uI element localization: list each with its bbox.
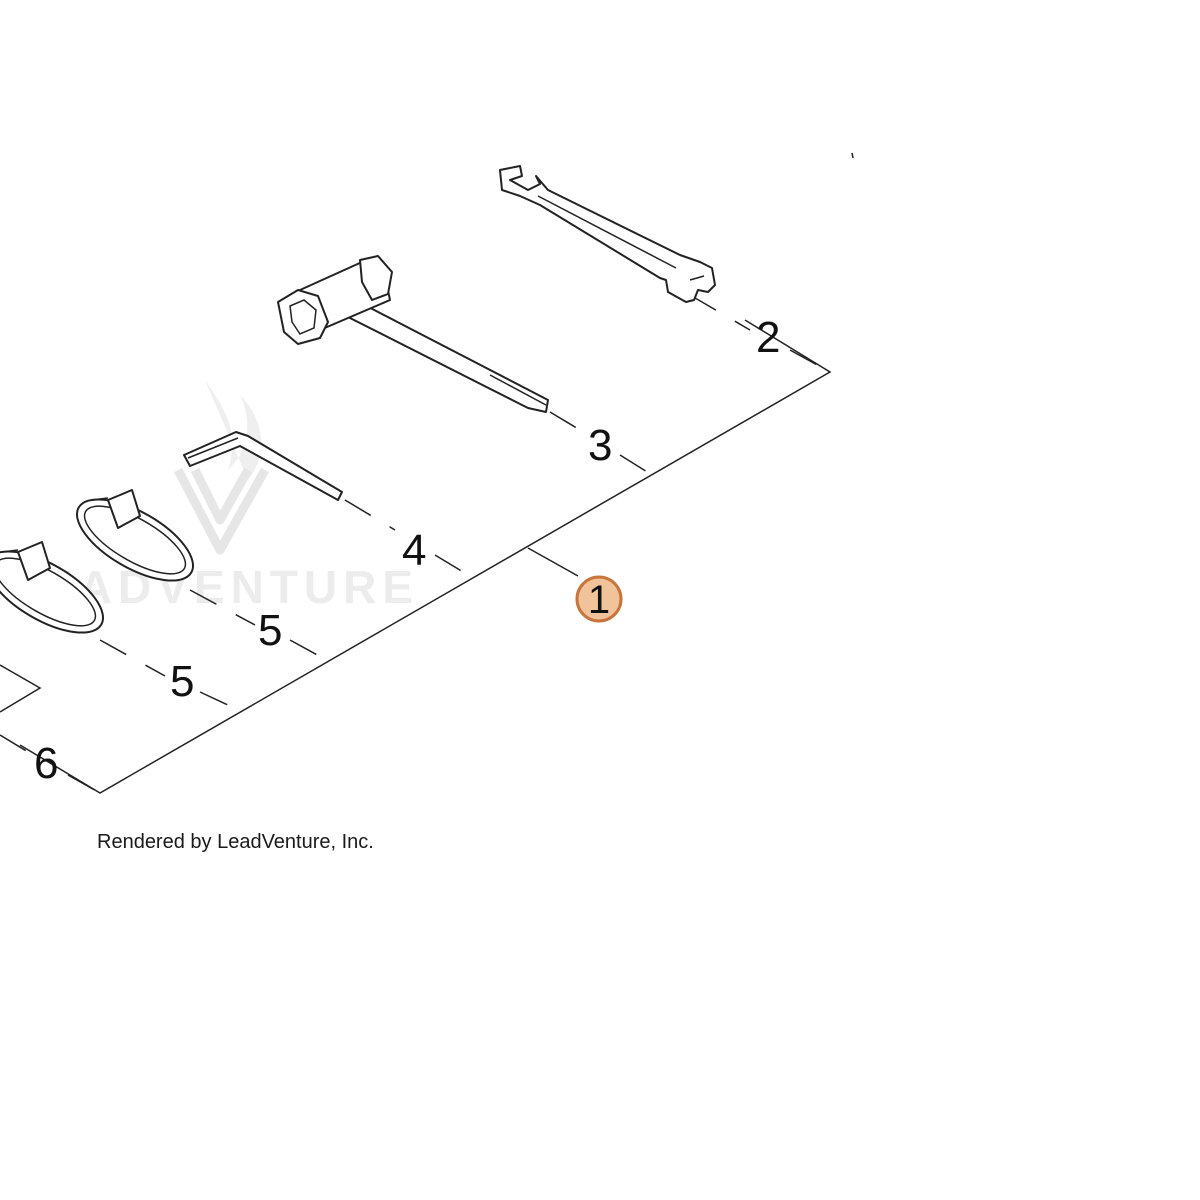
- flame-v-logo-icon: [174, 380, 269, 555]
- leader-4: [344, 499, 396, 531]
- callout-1-highlight[interactable]: 1: [575, 575, 623, 623]
- leader-1: [527, 547, 579, 577]
- leader-5ab: [289, 639, 331, 663]
- credit-text: Rendered by LeadVenture, Inc.: [97, 831, 374, 853]
- stray-mark: [851, 152, 854, 159]
- callout-3: 3: [588, 421, 612, 470]
- leader-3b: [619, 454, 653, 476]
- hose-clamp-icon-2: [0, 541, 105, 634]
- leader-6: [0, 734, 29, 753]
- callout-5-upper: 5: [258, 606, 282, 655]
- callouts: 2 3 4 5 5 6 1: [34, 313, 780, 788]
- callout-1: 1: [588, 578, 610, 622]
- leader-6b: [67, 774, 101, 794]
- leader-5a: [189, 589, 256, 626]
- leader-5b: [99, 639, 166, 677]
- callout-5-lower: 5: [170, 657, 194, 706]
- kit-frame: [19, 319, 832, 794]
- callout-4: 4: [402, 526, 426, 575]
- leader-lines: [0, 294, 831, 794]
- spark-plug-wrench-icon: [277, 255, 549, 413]
- leader-2: [689, 294, 751, 331]
- hex-key-icon: [183, 431, 343, 501]
- tool-bag-icon: [0, 664, 42, 713]
- leader-2b: [789, 349, 831, 373]
- callout-6: 6: [34, 739, 58, 788]
- leader-5bb: [199, 691, 244, 713]
- leader-4b: [434, 554, 474, 579]
- callout-2: 2: [756, 313, 780, 362]
- hose-clamp-icon: [75, 489, 195, 582]
- open-end-wrench-icon: [499, 165, 716, 303]
- leader-3: [549, 411, 586, 434]
